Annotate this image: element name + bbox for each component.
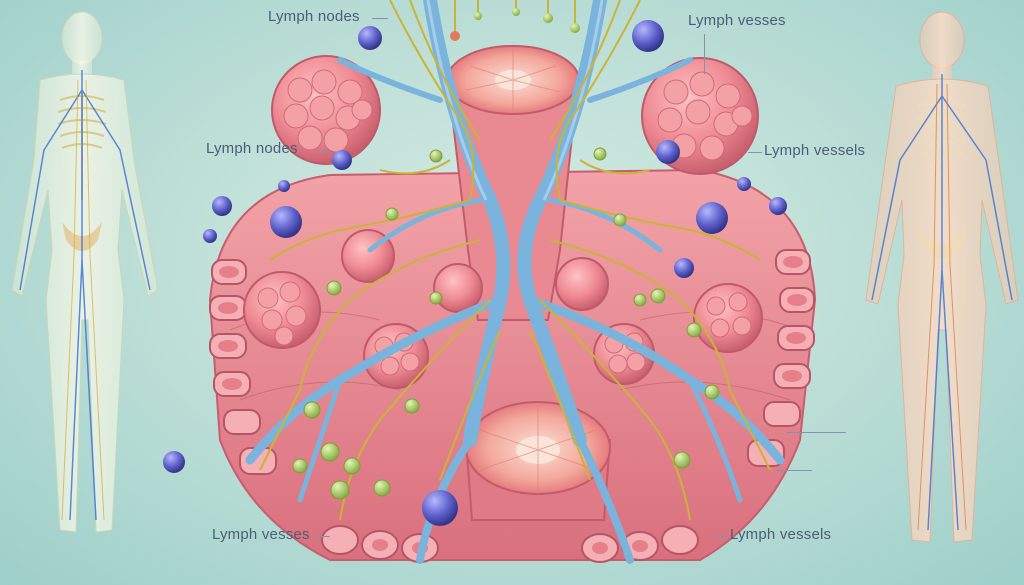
label-lymph-vessels-bottom-right: Lymph vessels: [730, 526, 831, 543]
right-human-figure: [866, 12, 1018, 542]
leader-line: [318, 150, 332, 151]
leader-line: [716, 536, 728, 537]
top-stalk-tips: [450, 8, 580, 41]
lymph-node-right-mid: [694, 284, 762, 352]
leader-line: [776, 470, 812, 471]
leader-line: [372, 18, 388, 19]
label-lymph-vessels-mid: Lymph vessels: [764, 142, 865, 159]
top-stalks: [455, 0, 575, 40]
leader-line: [316, 536, 330, 537]
label-lymph-nodes-mid: Lymph nodes: [206, 140, 298, 157]
leader-line: [748, 152, 762, 153]
label-lymph-vessels-bottom-left: Lymph vesses: [212, 526, 310, 543]
lymph-node-small-center: [434, 264, 482, 312]
label-lymph-vessels-top: Lymph vesses: [688, 12, 786, 29]
lymph-node-small-right: [556, 258, 608, 310]
label-lymph-nodes-top: Lymph nodes: [268, 8, 360, 25]
leader-line: [704, 34, 705, 74]
leader-line: [786, 432, 846, 433]
lymph-node-left-mid: [244, 272, 320, 348]
left-human-figure: [12, 12, 158, 532]
